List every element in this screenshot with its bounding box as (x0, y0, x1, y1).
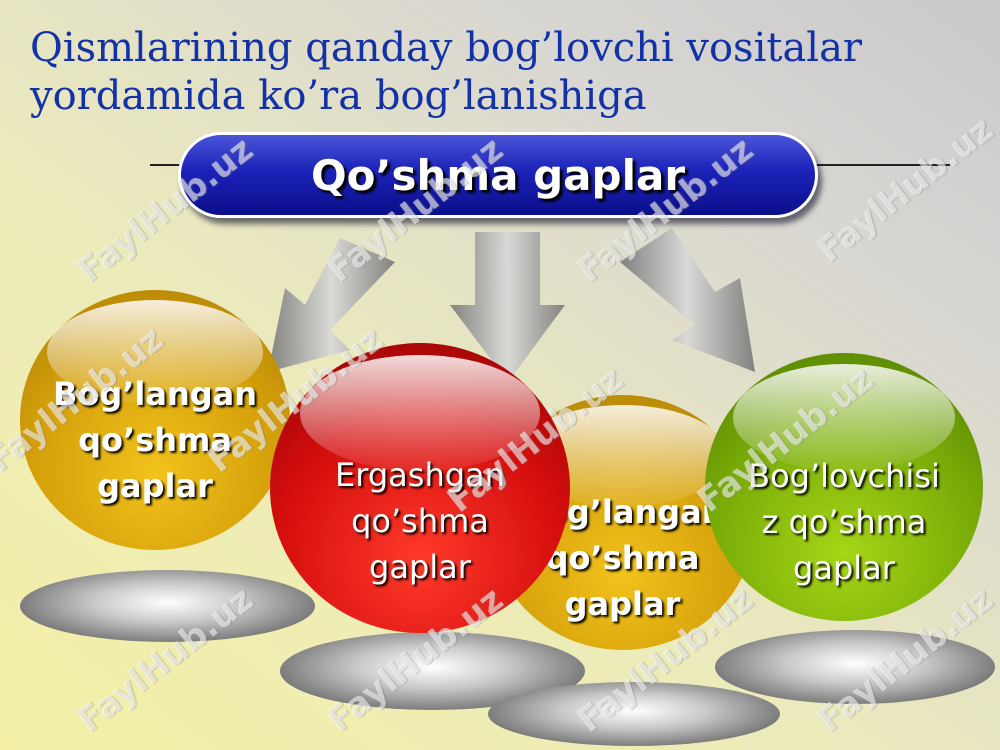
sphere-coordinated-left: Bog’langan qo’shma gaplar (20, 290, 290, 550)
disc-back (488, 682, 780, 746)
arrow-center (450, 232, 565, 382)
sphere-label-left: Bog’langan qo’shma gaplar (52, 375, 258, 505)
sphere-asyndetic: Bog’lovchisi z qo’shma gaplar (705, 353, 983, 621)
banner-compound-sentences: Qo’shma gaplar (178, 132, 818, 218)
sphere-subordinate: Ergashgan qo’shma gaplar (270, 343, 570, 633)
arrow-left (268, 238, 395, 372)
sphere-label-red: Ergashgan qo’shma gaplar (335, 455, 505, 586)
banner-label: Qo’shma gaplar (310, 150, 686, 200)
arrow-right (620, 228, 755, 372)
divider-line-right (810, 164, 950, 166)
divider-line-left (150, 164, 190, 166)
slide-title: Qismlarining qanday bog’lovchi vositalar… (30, 25, 863, 119)
disc-right (715, 630, 995, 704)
disc-left (20, 570, 315, 642)
sphere-label-green: Bog’lovchisi z qo’shma gaplar (748, 457, 940, 587)
